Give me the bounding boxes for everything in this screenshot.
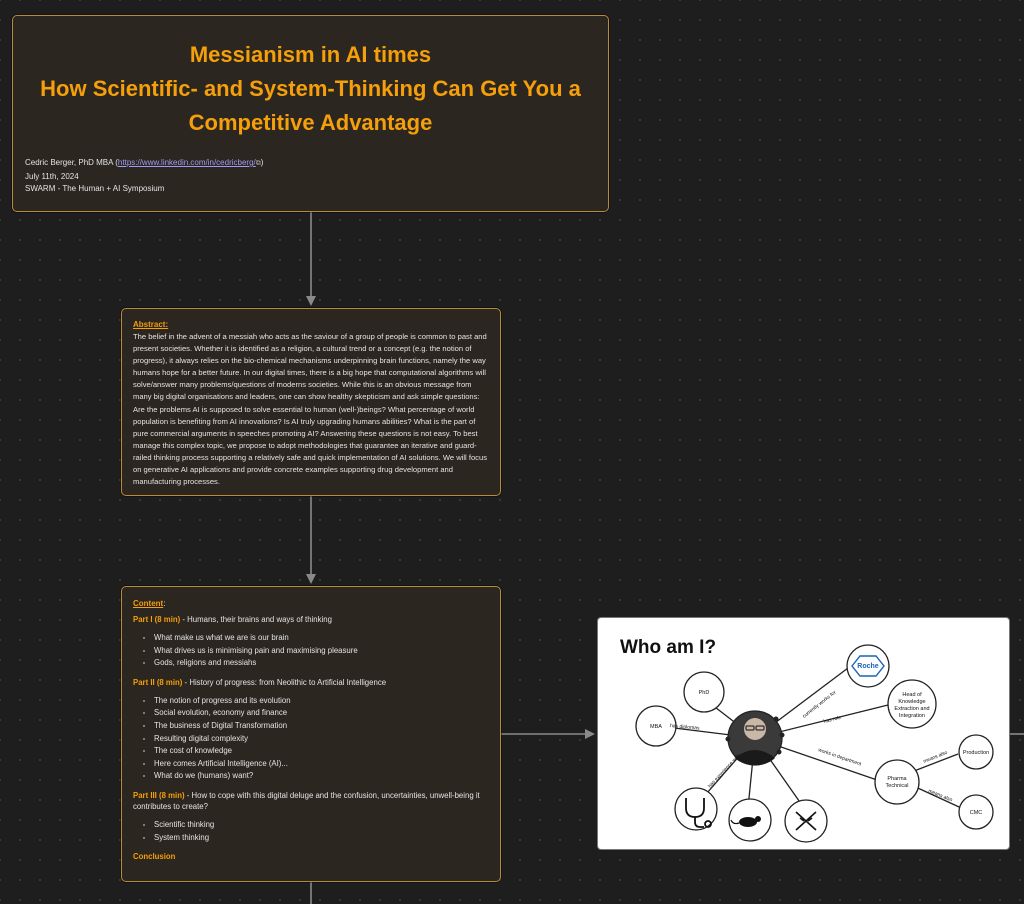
part-2-desc: - History of progress: from Neolithic to… <box>182 677 387 687</box>
edge-label-works-in-department: works in department <box>817 747 862 768</box>
whoami-diagram: PhD MBA Roche Head of Knowledge Extracti… <box>635 644 994 843</box>
part-2-title: Part II (8 min) <box>133 677 183 687</box>
list-item: What drives us is minimising pain and ma… <box>154 645 489 658</box>
edge-label-has-diplomas: has diplomas <box>670 723 700 732</box>
presentation-date: July 11th, 2024 <box>25 171 79 181</box>
node-label-cmc: CMC <box>970 810 983 816</box>
content-heading-wrap: Content: <box>133 599 489 608</box>
edge-label-means-also-2: means also <box>927 788 953 803</box>
edge-label-has-experience-with: has experience with <box>707 753 742 790</box>
node-label-mba: MBA <box>650 724 662 730</box>
node-label-head-3: Extraction and <box>894 706 929 712</box>
roche-logo-icon <box>851 655 885 677</box>
whoami-title: Who am I? <box>620 637 717 658</box>
event-name: SWARM - The Human + AI Symposium <box>25 184 165 193</box>
part-1-line: Part I (8 min) - Humans, their brains an… <box>133 614 489 625</box>
list-item: Gods, religions and messiahs <box>154 657 489 670</box>
title-line-2: How Scientific- and System-Thinking Can … <box>40 76 581 101</box>
part-3-desc: - How to cope with this digital deluge a… <box>133 790 480 811</box>
title-line-3: Competitive Advantage <box>188 110 433 135</box>
dna-icon <box>795 811 817 831</box>
list-item: Here comes Artificial Intelligence (AI).… <box>154 758 489 771</box>
list-item: The cost of knowledge <box>154 745 489 758</box>
abstract-heading: Abstract: <box>133 320 169 329</box>
edge-label-currently-works-for: currently works for <box>802 689 838 719</box>
node-head-role <box>887 679 937 729</box>
content-heading-colon: : <box>163 599 166 608</box>
list-item: Scientific thinking <box>154 819 489 832</box>
node-phd <box>683 671 725 713</box>
part-2-list: The notion of progress and its evolution… <box>133 695 489 783</box>
node-label-head-1: Head of <box>902 692 922 698</box>
edge-label-has-role: has role <box>823 715 842 725</box>
part-3-line: Part III (8 min) - How to cope with this… <box>133 790 489 812</box>
abstract-card[interactable]: Abstract: The belief in the advent of a … <box>121 308 501 496</box>
part-3-list: Scientific thinking System thinking <box>133 819 489 844</box>
title-card[interactable]: Messianism in AI times How Scientific- a… <box>12 15 609 212</box>
node-pharma-technical <box>874 759 920 805</box>
avatar <box>725 710 785 766</box>
content-card[interactable]: Content: Part I (8 min) - Humans, their … <box>121 586 501 882</box>
node-label-pharma-2: Technical <box>886 783 909 789</box>
linkedin-link[interactable]: https://www.linkedin.com/in/cedricberg/ <box>117 158 256 167</box>
node-mba <box>635 705 677 747</box>
title-line-1: Messianism in AI times <box>189 42 432 67</box>
whoami-image-card[interactable]: Who am I? <box>597 617 1010 850</box>
author-name: Cedric Berger, PhD MBA ( <box>25 158 118 167</box>
list-item: The business of Digital Transformation <box>154 720 489 733</box>
node-cmc <box>958 794 994 830</box>
node-label-head-2: Knowledge <box>898 699 925 705</box>
author-suffix: ) <box>260 158 264 167</box>
conclusion-label: Conclusion <box>133 852 176 862</box>
stethoscope-icon <box>685 798 712 828</box>
presentation-title: Messianism in AI times How Scientific- a… <box>13 38 608 140</box>
list-item: What make us what we are is our brain <box>154 632 489 645</box>
node-label-pharma-1: Pharma <box>887 776 907 782</box>
list-item: What do we (humans) want? <box>154 770 489 783</box>
author-line: Cedric Berger, PhD MBA (https://www.link… <box>25 157 263 171</box>
list-item: Resulting digital complexity <box>154 733 489 746</box>
node-label-phd: PhD <box>699 690 710 696</box>
title-meta: Cedric Berger, PhD MBA (https://www.link… <box>25 157 263 196</box>
node-label-production: Production <box>963 750 989 756</box>
node-production <box>958 734 994 770</box>
list-item: System thinking <box>154 832 489 845</box>
part-2-line: Part II (8 min) - History of progress: f… <box>133 677 489 688</box>
content-heading: Content <box>133 599 164 608</box>
part-3-title: Part III (8 min) <box>133 790 185 800</box>
external-link-icon: ⧉ <box>255 160 261 167</box>
list-item: Social evolution, economy and finance <box>154 707 489 720</box>
part-1-list: What make us what we are is our brain Wh… <box>133 632 489 670</box>
part-1-desc: - Humans, their brains and ways of think… <box>180 615 332 624</box>
list-item: The notion of progress and its evolution <box>154 695 489 708</box>
part-1-title: Part I (8 min) <box>133 615 181 624</box>
abstract-text: The belief in the advent of a messiah wh… <box>133 332 487 487</box>
node-label-head-4: Integration <box>899 713 925 719</box>
mouse-icon <box>730 816 761 827</box>
node-label-roche: Roche <box>857 663 879 670</box>
